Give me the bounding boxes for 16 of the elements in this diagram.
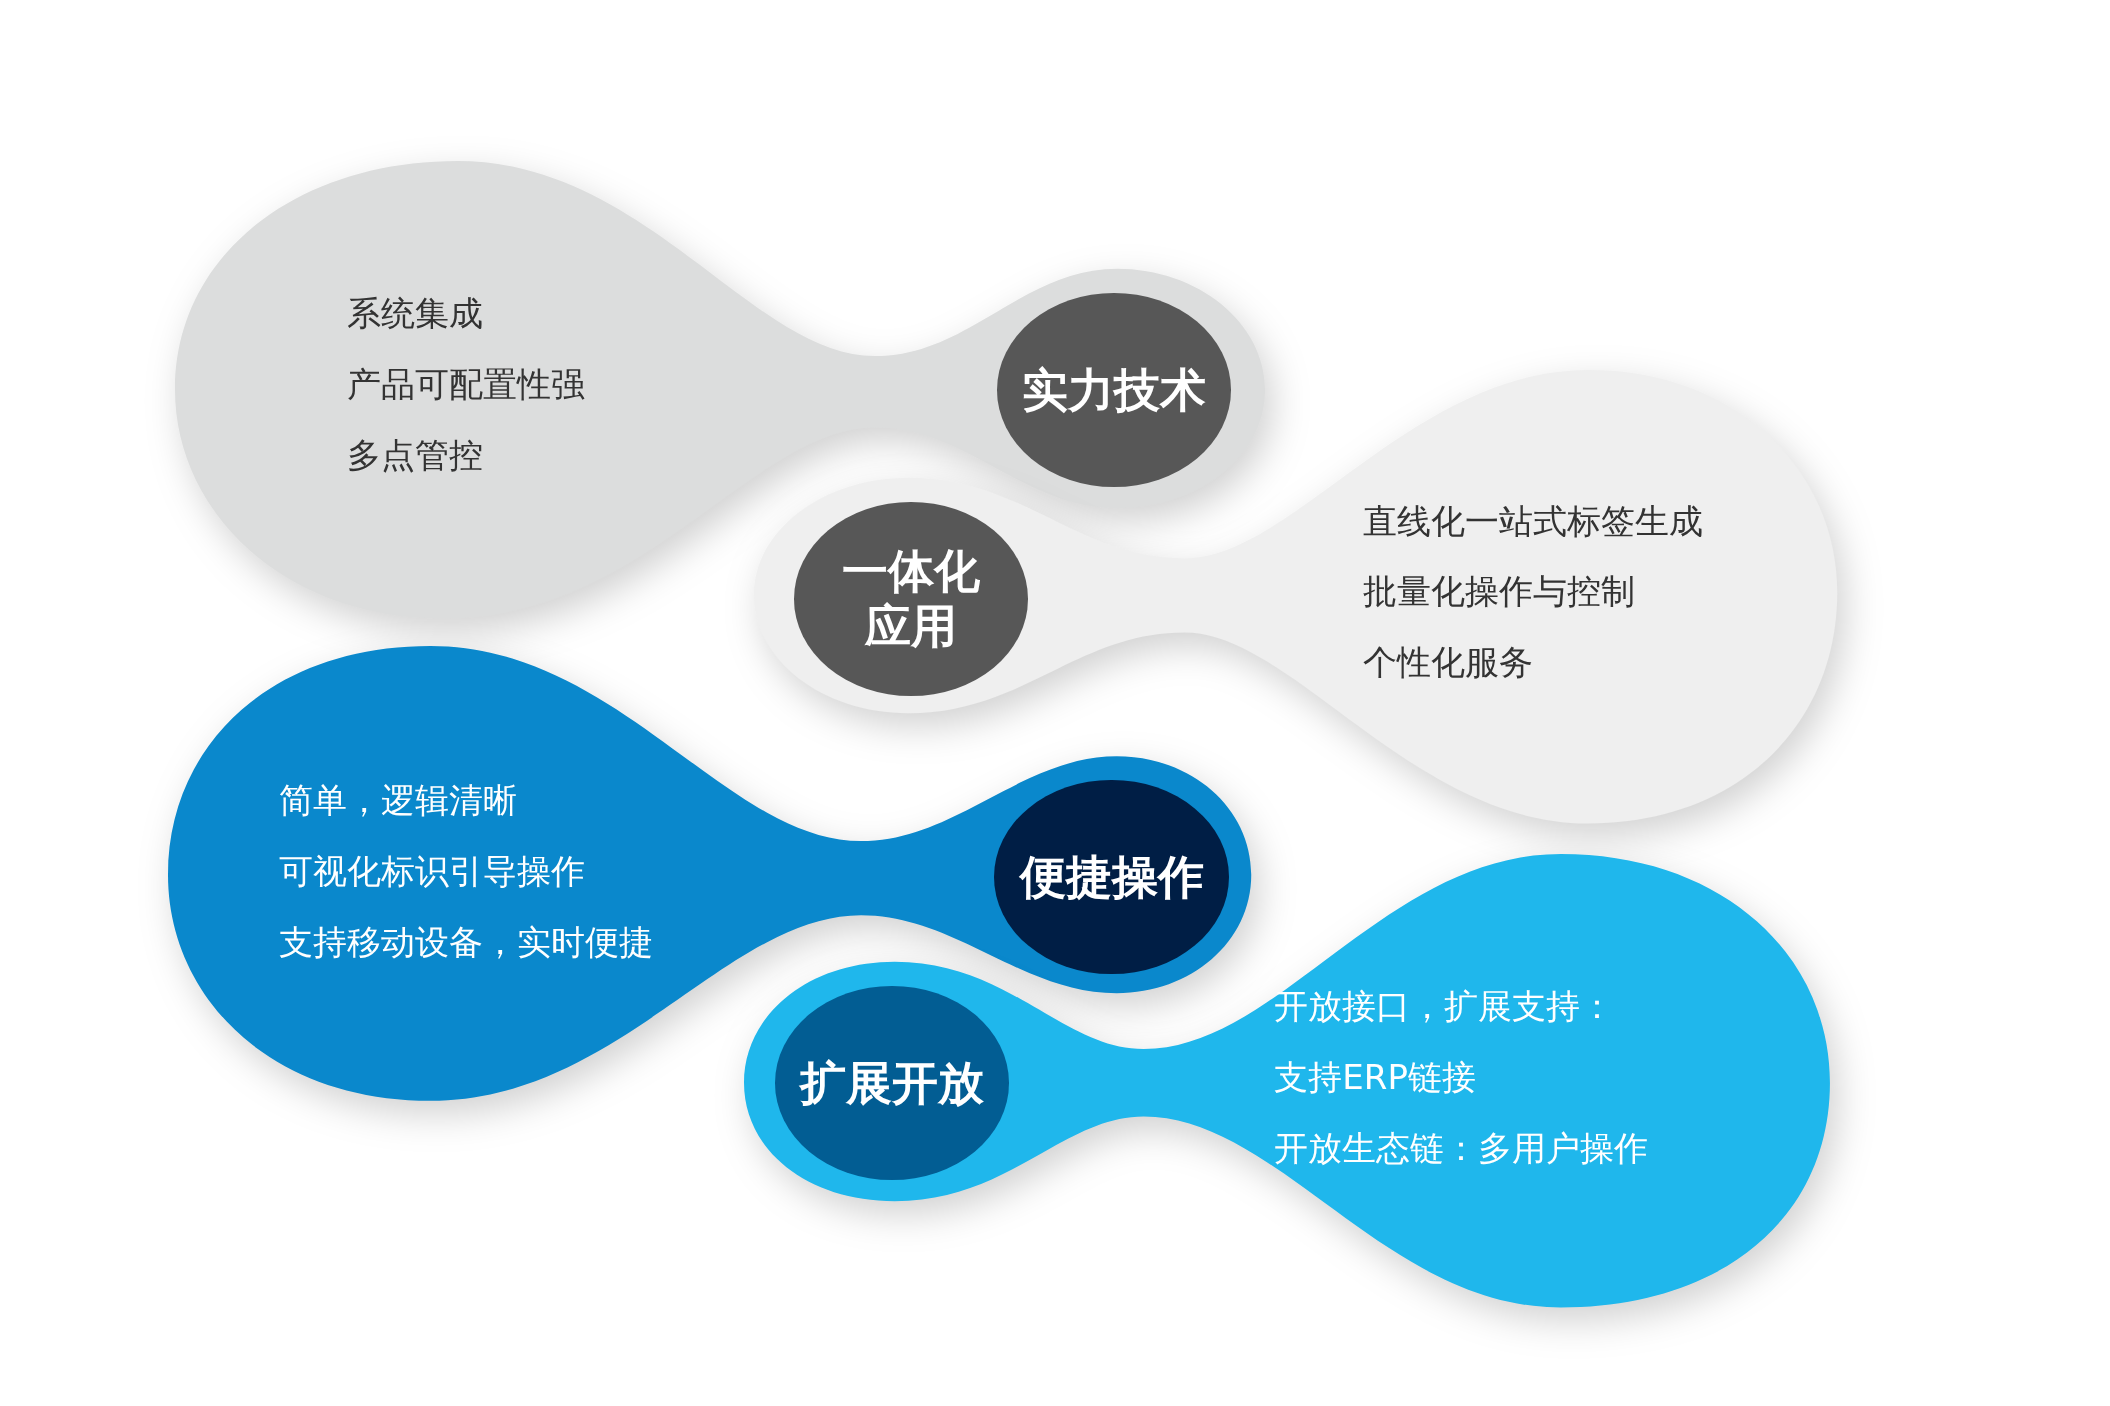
feature-text: 可视化标识引导操作 (278, 851, 585, 892)
feature-text: 多点管控 (347, 434, 484, 476)
feature-text: 支持移动设备，实时便捷 (278, 921, 653, 963)
feature-text: 简单，逻辑清晰 (278, 780, 517, 822)
feature-text: 开放生态链：多用户操作 (1274, 1127, 1649, 1169)
feature-text: 直线化一站式标签生成 (1363, 500, 1704, 542)
feature-text: 批量化操作与控制 (1363, 571, 1636, 612)
feature-text: 产品可配置性强 (347, 364, 586, 405)
feature-text: 开放接口，扩展支持： (1274, 986, 1615, 1028)
feature-text: 支持ERP链接 (1274, 1057, 1476, 1098)
circle-title: 一体化应用 (841, 543, 981, 654)
circle-title: 便捷操作 (1018, 849, 1205, 905)
feature-text: 个性化服务 (1363, 641, 1534, 683)
circle-title: 扩展开放 (798, 1055, 986, 1111)
circle-title: 实力技术 (1021, 362, 1208, 418)
feature-text: 系统集成 (347, 293, 484, 335)
